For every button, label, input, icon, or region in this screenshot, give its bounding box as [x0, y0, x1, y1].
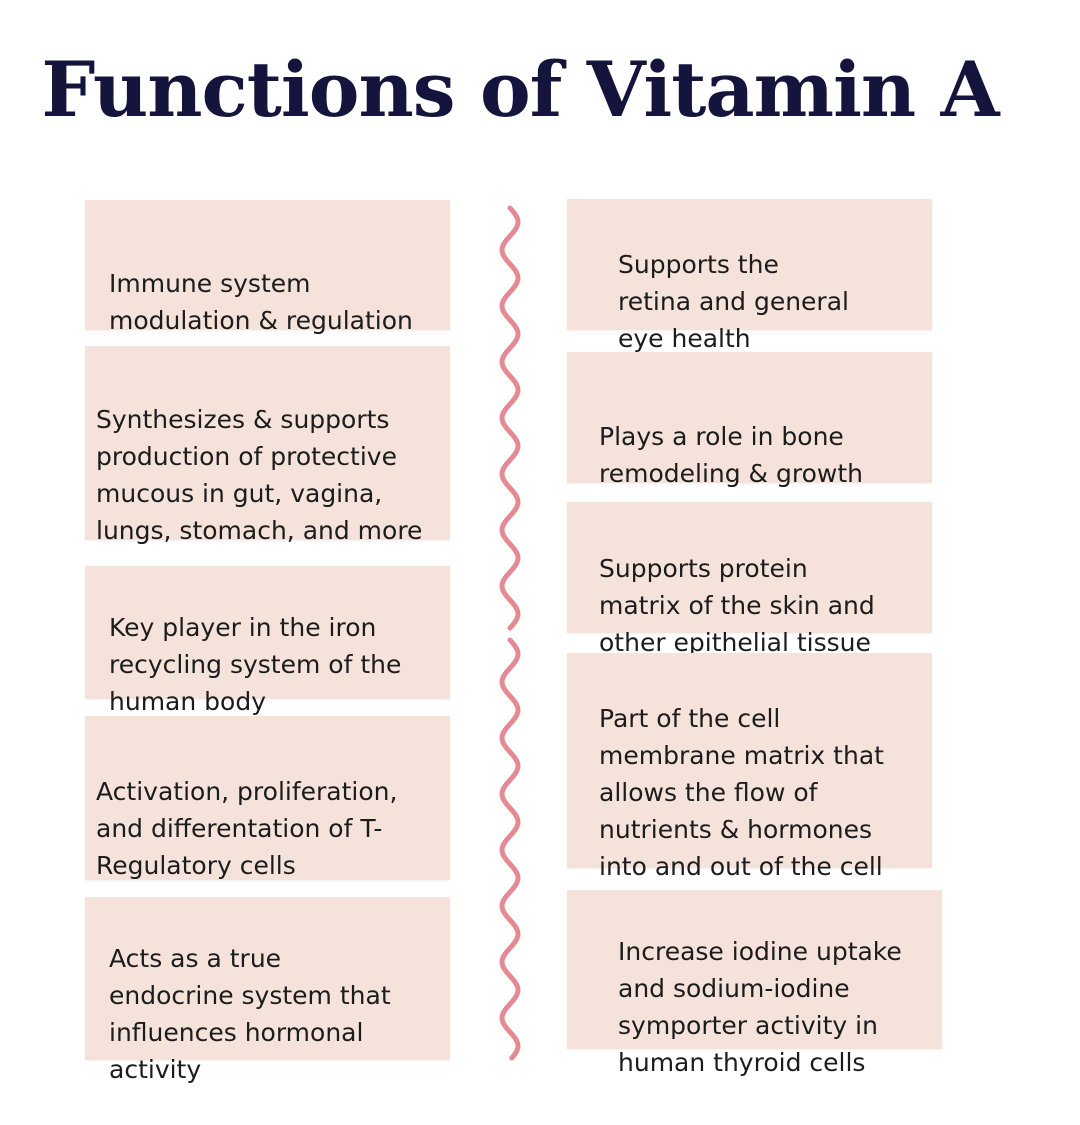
function-text: Plays a role in bone remodeling & growth [599, 422, 863, 488]
function-text: Activation, proliferation, and different… [96, 777, 398, 880]
function-text: Increase iodine uptake and sodium-iodine… [618, 937, 902, 1077]
function-card-skin: Supports protein matrix of the skin and … [567, 502, 932, 657]
function-text: Acts as a true endocrine system that inf… [109, 944, 391, 1084]
page-title: Functions of Vitamin A [41, 45, 999, 134]
function-card-cell-membrane: Part of the cell membrane matrix that al… [567, 653, 932, 881]
function-text: Immune system modulation & regulation [109, 269, 413, 335]
wavy-divider-lower [499, 637, 521, 1061]
function-card-eye-health: Supports the retina and general eye heal… [567, 199, 932, 353]
function-card-iron: Key player in the iron recycling system … [85, 566, 450, 716]
function-text: Key player in the iron recycling system … [109, 613, 402, 716]
function-card-endocrine: Acts as a true endocrine system that inf… [85, 897, 450, 1084]
function-text: Supports the retina and general eye heal… [618, 250, 849, 353]
wavy-divider [499, 205, 521, 1061]
function-card-iodine: Increase iodine uptake and sodium-iodine… [567, 890, 942, 1077]
function-card-bone: Plays a role in bone remodeling & growth [567, 352, 932, 488]
wavy-divider-upper [499, 205, 521, 631]
function-card-immune: Immune system modulation & regulation [85, 200, 450, 335]
function-text: Part of the cell membrane matrix that al… [599, 704, 884, 881]
function-card-mucous: Synthesizes & supports production of pro… [85, 346, 450, 545]
function-text: Supports protein matrix of the skin and … [599, 554, 875, 657]
function-card-t-regulatory: Activation, proliferation, and different… [85, 716, 450, 880]
function-text: Synthesizes & supports production of pro… [96, 405, 423, 545]
